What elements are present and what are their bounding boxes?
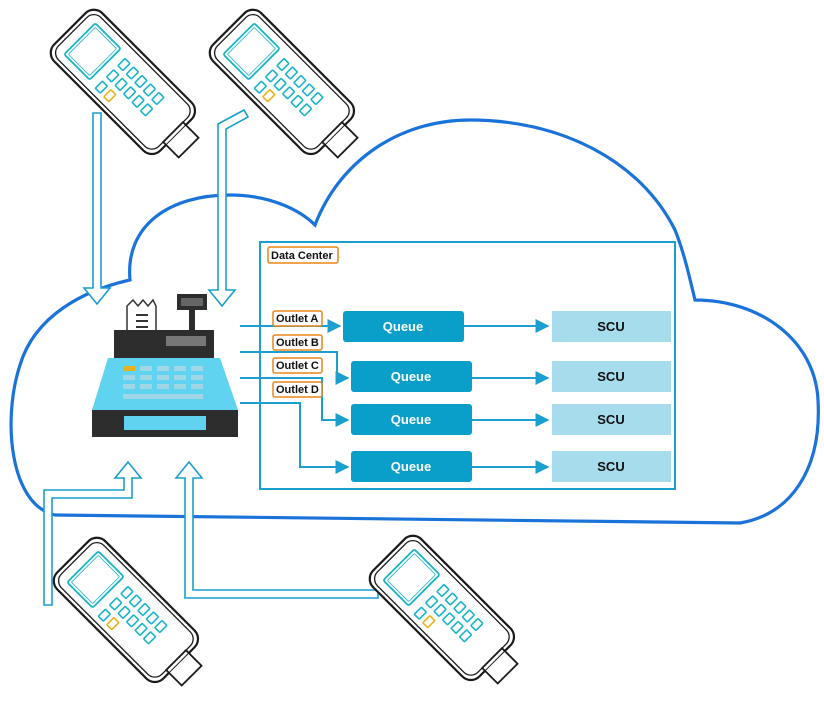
scu-b-box <box>552 361 671 392</box>
scu-c: SCU <box>552 404 671 435</box>
queue-b-box <box>351 361 472 392</box>
cash-register-icon <box>92 294 238 437</box>
scu-a: SCU <box>552 311 671 342</box>
queue-c: Queue <box>351 404 472 435</box>
outlet-c: Outlet C <box>272 357 323 374</box>
arrow-top-left <box>82 112 112 306</box>
outlet-a-label: Outlet A <box>276 313 318 325</box>
queue-a: Queue <box>343 311 464 342</box>
terminal-arrows <box>43 108 379 606</box>
data-center-box <box>259 241 676 490</box>
scu-d: SCU <box>552 451 671 482</box>
outlet-d-label: Outlet D <box>276 384 319 396</box>
queue-c-label: Queue <box>391 412 431 427</box>
queue-b-label: Queue <box>391 369 431 384</box>
cloud-outline <box>9 118 820 525</box>
outlet-d-tag <box>272 381 323 398</box>
payment-terminal-top-right <box>203 3 373 173</box>
outlet-b-tag <box>272 334 323 351</box>
data-center-label: Data Center <box>271 250 333 262</box>
scu-b: SCU <box>552 361 671 392</box>
outlet-c-label: Outlet C <box>276 360 319 372</box>
payment-terminal-icon <box>363 529 533 699</box>
outlet-d: Outlet D <box>272 381 323 398</box>
scu-a-box <box>552 311 671 342</box>
queue-a-box <box>343 311 464 342</box>
payment-terminal-bottom-right <box>363 529 533 699</box>
scu-a-label: SCU <box>597 319 624 334</box>
queue-d-box <box>351 451 472 482</box>
queue-c-box <box>351 404 472 435</box>
outlet-b: Outlet B <box>272 334 323 351</box>
payment-terminal-top-left <box>44 3 214 173</box>
outlet-a-tag <box>272 310 323 327</box>
queue-d-label: Queue <box>391 459 431 474</box>
arrow-bottom-left <box>43 460 143 606</box>
data-center-tag <box>267 246 339 264</box>
payment-terminal-icon <box>203 3 373 173</box>
scu-b-label: SCU <box>597 369 624 384</box>
payment-terminal-icon <box>44 3 214 173</box>
queue-b: Queue <box>351 361 472 392</box>
outlet-c-tag <box>272 357 323 374</box>
outlet-b-label: Outlet B <box>276 337 319 349</box>
scu-c-box <box>552 404 671 435</box>
scu-d-box <box>552 451 671 482</box>
outlet-a: Outlet A <box>272 310 323 327</box>
queue-a-label: Queue <box>383 319 423 334</box>
scu-c-label: SCU <box>597 412 624 427</box>
queue-d: Queue <box>351 451 472 482</box>
arrow-bottom-right <box>174 460 379 599</box>
arrow-top-right <box>207 108 250 308</box>
scu-d-label: SCU <box>597 459 624 474</box>
